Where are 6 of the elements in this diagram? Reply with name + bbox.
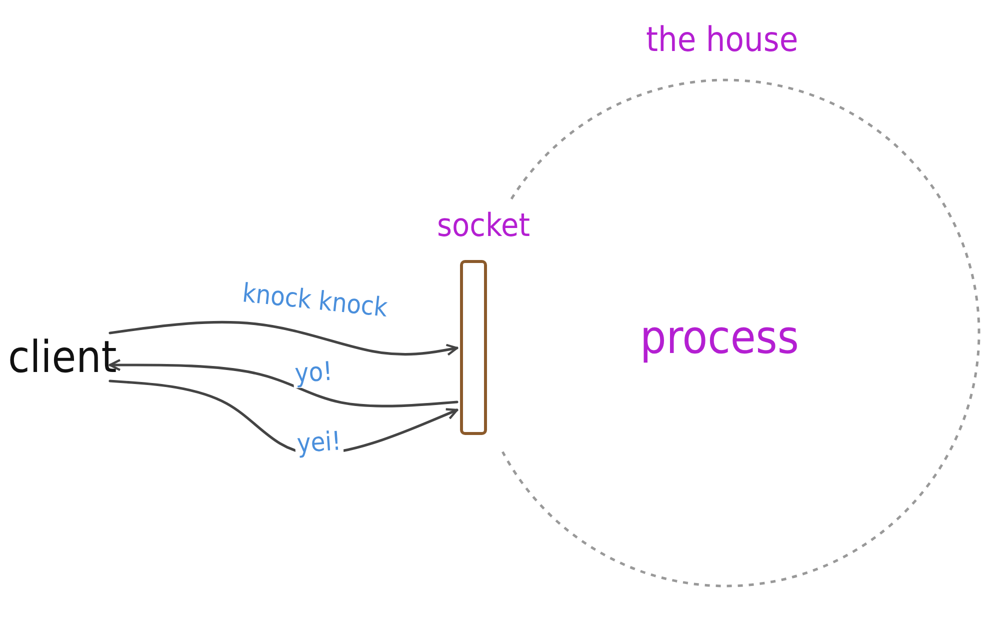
label: client [8,336,117,380]
edge-label: yei! [294,428,344,459]
arrow [108,320,458,356]
arrow [108,358,458,408]
heading: the house [646,23,798,57]
label: socket [437,209,530,241]
